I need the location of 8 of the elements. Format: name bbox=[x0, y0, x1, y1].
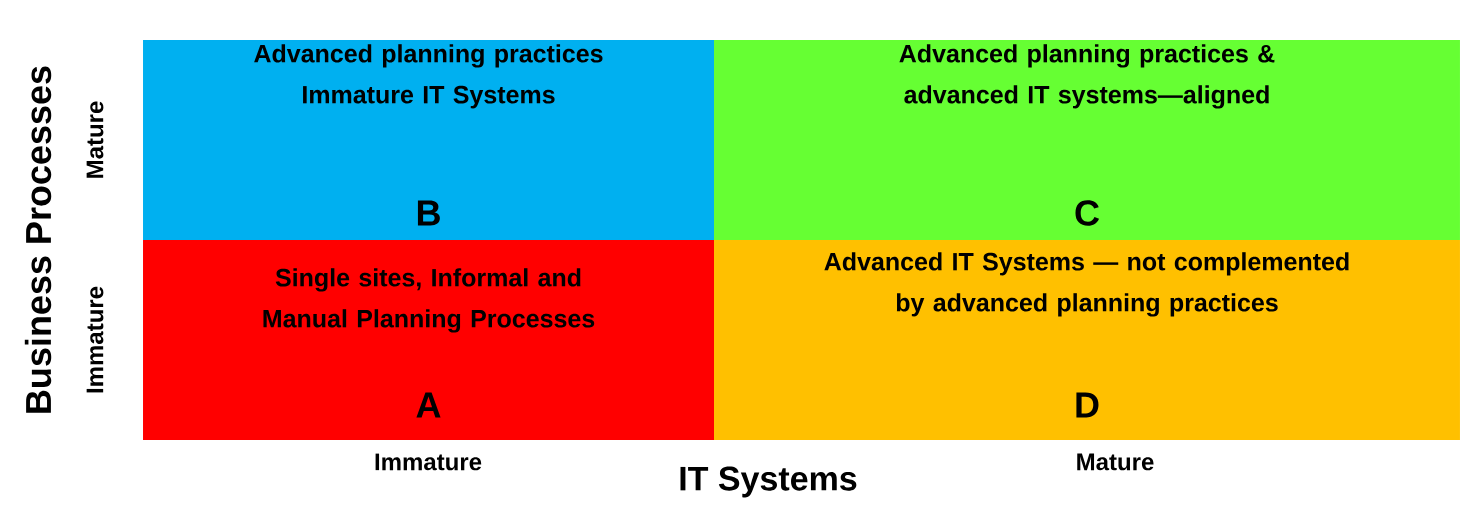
axis-tick-label: Immature bbox=[86, 286, 104, 393]
quadrant-letter: C bbox=[1075, 200, 1099, 226]
axis-title: IT Systems bbox=[680, 466, 857, 498]
quadrant-letter: B bbox=[417, 200, 440, 226]
quadrant-letter: D bbox=[1076, 392, 1099, 418]
axis-tick-label: Mature bbox=[86, 101, 104, 178]
axis-title: Business Processes bbox=[24, 66, 52, 413]
quadrant-letter: A bbox=[416, 392, 441, 418]
